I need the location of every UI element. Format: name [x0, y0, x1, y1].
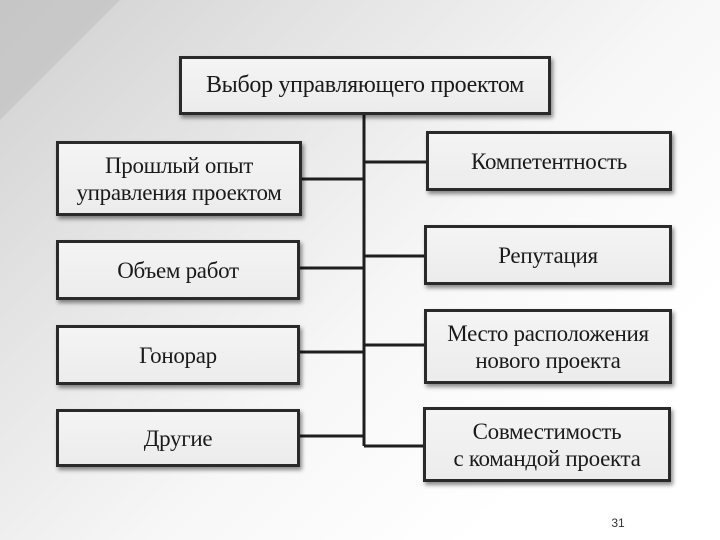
right-box-label: Совместимость с командой проекта — [453, 418, 641, 471]
right-box-reputation: Репутация — [424, 225, 672, 285]
corner-decoration — [0, 0, 120, 120]
left-box-label: Объем работ — [117, 257, 239, 283]
title-box: Выбор управляющего проектом — [179, 56, 551, 115]
left-box-label: Прошлый опыт управления проектом — [76, 152, 282, 205]
right-box-compatibility: Совместимость с командой проекта — [423, 407, 671, 482]
right-box-competence: Компетентность — [426, 131, 672, 191]
right-box-label: Компетентность — [471, 148, 627, 174]
title-text: Выбор управляющего проектом — [205, 72, 525, 98]
left-box-fee: Гонорар — [56, 325, 300, 385]
page-number: 31 — [611, 516, 625, 530]
right-box-label: Репутация — [498, 242, 598, 268]
left-box-past-experience: Прошлый опыт управления проектом — [56, 141, 302, 216]
left-box-other: Другие — [56, 409, 300, 467]
right-box-label: Место расположения нового проекта — [447, 320, 649, 373]
left-box-scope: Объем работ — [56, 240, 300, 300]
right-box-location: Место расположения нового проекта — [424, 309, 672, 384]
left-box-label: Гонорар — [139, 342, 217, 368]
left-box-label: Другие — [143, 425, 213, 451]
